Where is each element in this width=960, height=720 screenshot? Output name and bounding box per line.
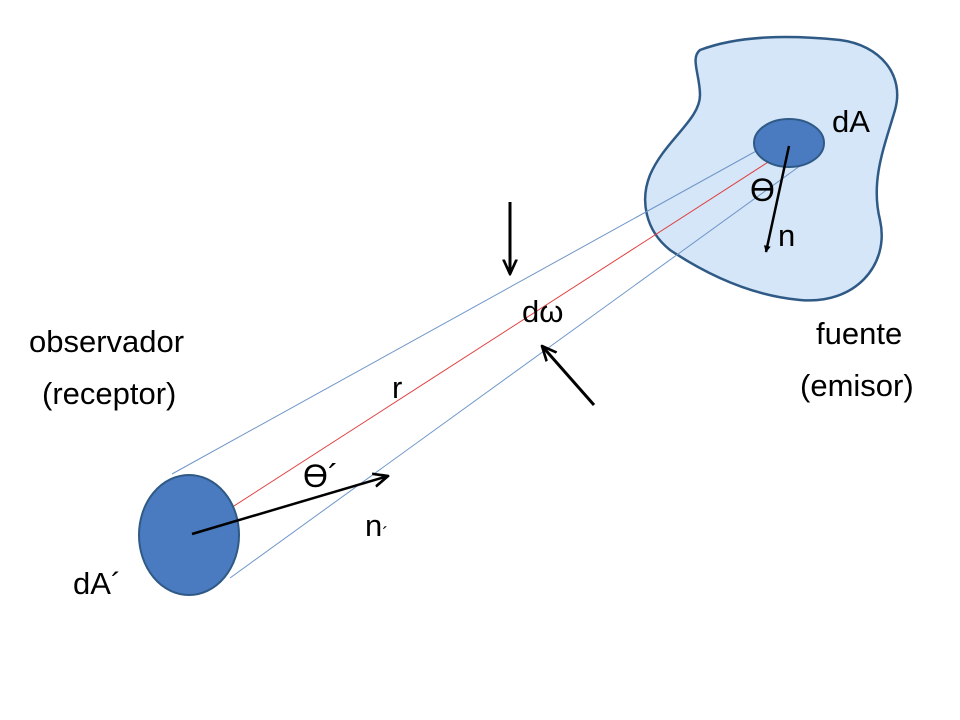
distance-line-r: [191, 147, 791, 534]
source-region: [643, 35, 899, 302]
observer-normal-label: n´: [365, 510, 388, 543]
cone-line-lower: [229, 154, 816, 579]
pointer-arrow-diagonal: [542, 346, 596, 406]
observer-title-line2: (receptor): [42, 376, 177, 411]
source-normal-arrow: [763, 145, 791, 253]
distance-label: r: [392, 370, 403, 405]
source-title-line1: fuente: [816, 316, 903, 351]
observer-normal-arrow: [191, 476, 388, 536]
source-normal-label: n: [778, 218, 796, 253]
source-angle-label: ϴ: [750, 172, 775, 208]
solid-angle-label: dω: [522, 294, 564, 329]
source-title-line2: (emisor): [800, 368, 914, 403]
cone-line-upper: [171, 149, 759, 475]
observer-title-line1: observador: [29, 324, 185, 359]
observer-normal-letter: n: [365, 508, 383, 543]
source-patch-label: dA: [832, 104, 870, 139]
observer-normal-prime-mark: ´: [382, 524, 389, 544]
source-patch-dA: [753, 118, 825, 168]
observer-patch-dA-prime: [138, 474, 240, 596]
observer-patch-label: dA´: [73, 566, 122, 601]
observer-angle-label: ϴ´: [303, 458, 339, 494]
